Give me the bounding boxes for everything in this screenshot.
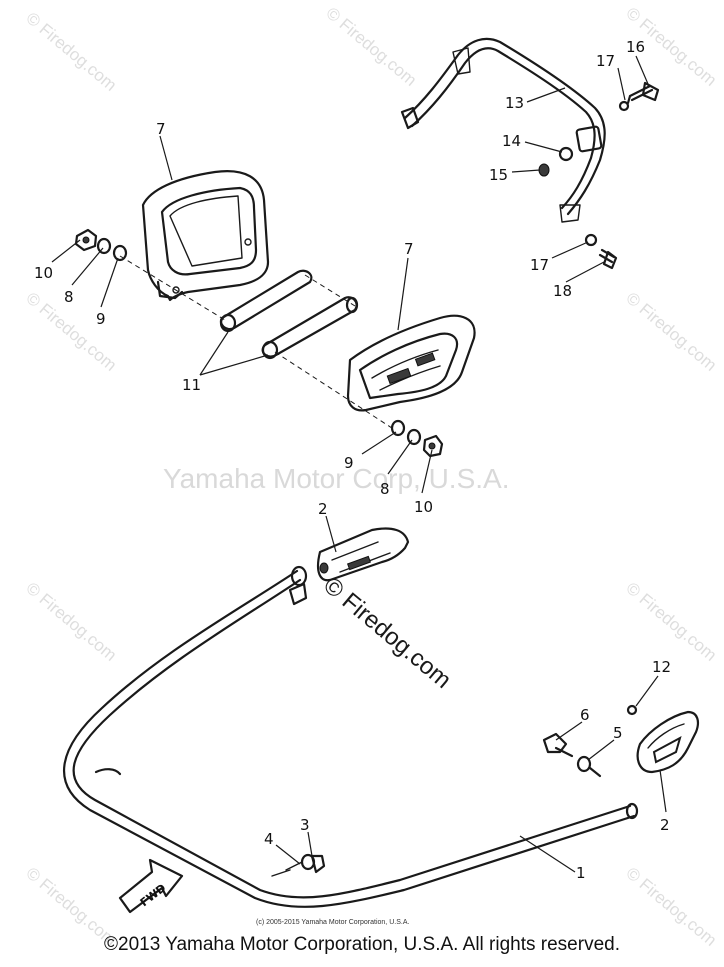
callout-1: 1 <box>576 864 586 882</box>
callout-9-upper: 9 <box>96 310 106 328</box>
callout-8-lower: 8 <box>380 480 390 498</box>
part-11-rods <box>219 269 359 360</box>
callout-7-lower: 7 <box>404 240 414 258</box>
part-7-plate-left <box>141 170 270 302</box>
callout-10-lower: 10 <box>414 498 433 516</box>
callout-18: 18 <box>553 282 572 300</box>
callout-4: 4 <box>264 830 274 848</box>
leader-lines <box>51 55 667 873</box>
firedog-center-watermark: © Firedog.com <box>318 572 456 694</box>
callout-10-upper: 10 <box>34 264 53 282</box>
callout-15: 15 <box>489 166 508 184</box>
callout-labels: 7 10 8 9 11 7 9 8 10 13 14 15 17 16 17 1… <box>34 38 671 882</box>
watermark-top-right: © Firedog.com <box>322 4 420 90</box>
callout-2-lower: 2 <box>660 816 670 834</box>
watermark-mid-right: © Firedog.com <box>622 289 720 375</box>
callout-9-lower: 9 <box>344 454 354 472</box>
watermark-center: Yamaha Motor Corp, U.S.A. <box>163 463 510 494</box>
hardware-right-group <box>390 419 444 458</box>
callout-14: 14 <box>502 132 521 150</box>
callout-3: 3 <box>300 816 310 834</box>
part-2-bracket-lower <box>636 710 699 774</box>
callout-2-upper: 2 <box>318 500 328 518</box>
forward-arrow: FWD <box>118 858 184 914</box>
small-hardware-upper <box>538 81 660 270</box>
hardware-left-group <box>74 228 128 262</box>
watermark-low-left: © Firedog.com <box>22 579 120 665</box>
callout-13: 13 <box>505 94 524 112</box>
callout-7-upper: 7 <box>156 120 166 138</box>
callout-8-upper: 8 <box>64 288 74 306</box>
callout-17-upper: 17 <box>596 52 615 70</box>
watermark-low-right: © Firedog.com <box>622 579 720 665</box>
callout-12: 12 <box>652 658 671 676</box>
hardware-lower-group <box>285 704 638 874</box>
part-1-main-bar <box>63 565 639 908</box>
small-copyright: (c) 2005-2015 Yamaha Motor Corporation, … <box>256 919 409 926</box>
assembly-lines <box>119 255 396 431</box>
watermark-layer: © Firedog.com © Firedog.com © Firedog.co… <box>22 4 720 950</box>
fwd-label: FWD <box>138 881 169 909</box>
copyright-footer: ©2013 Yamaha Motor Corporation, U.S.A. A… <box>104 934 620 955</box>
watermark-top-left: © Firedog.com <box>22 9 120 95</box>
part-7-plate-right <box>346 314 476 412</box>
callout-16: 16 <box>626 38 645 56</box>
callout-17-lower: 17 <box>530 256 549 274</box>
callout-5: 5 <box>613 724 623 742</box>
callout-11: 11 <box>182 376 201 394</box>
callout-6: 6 <box>580 706 590 724</box>
part-13-bracket <box>400 37 606 223</box>
part-2-bracket-upper <box>316 527 410 582</box>
